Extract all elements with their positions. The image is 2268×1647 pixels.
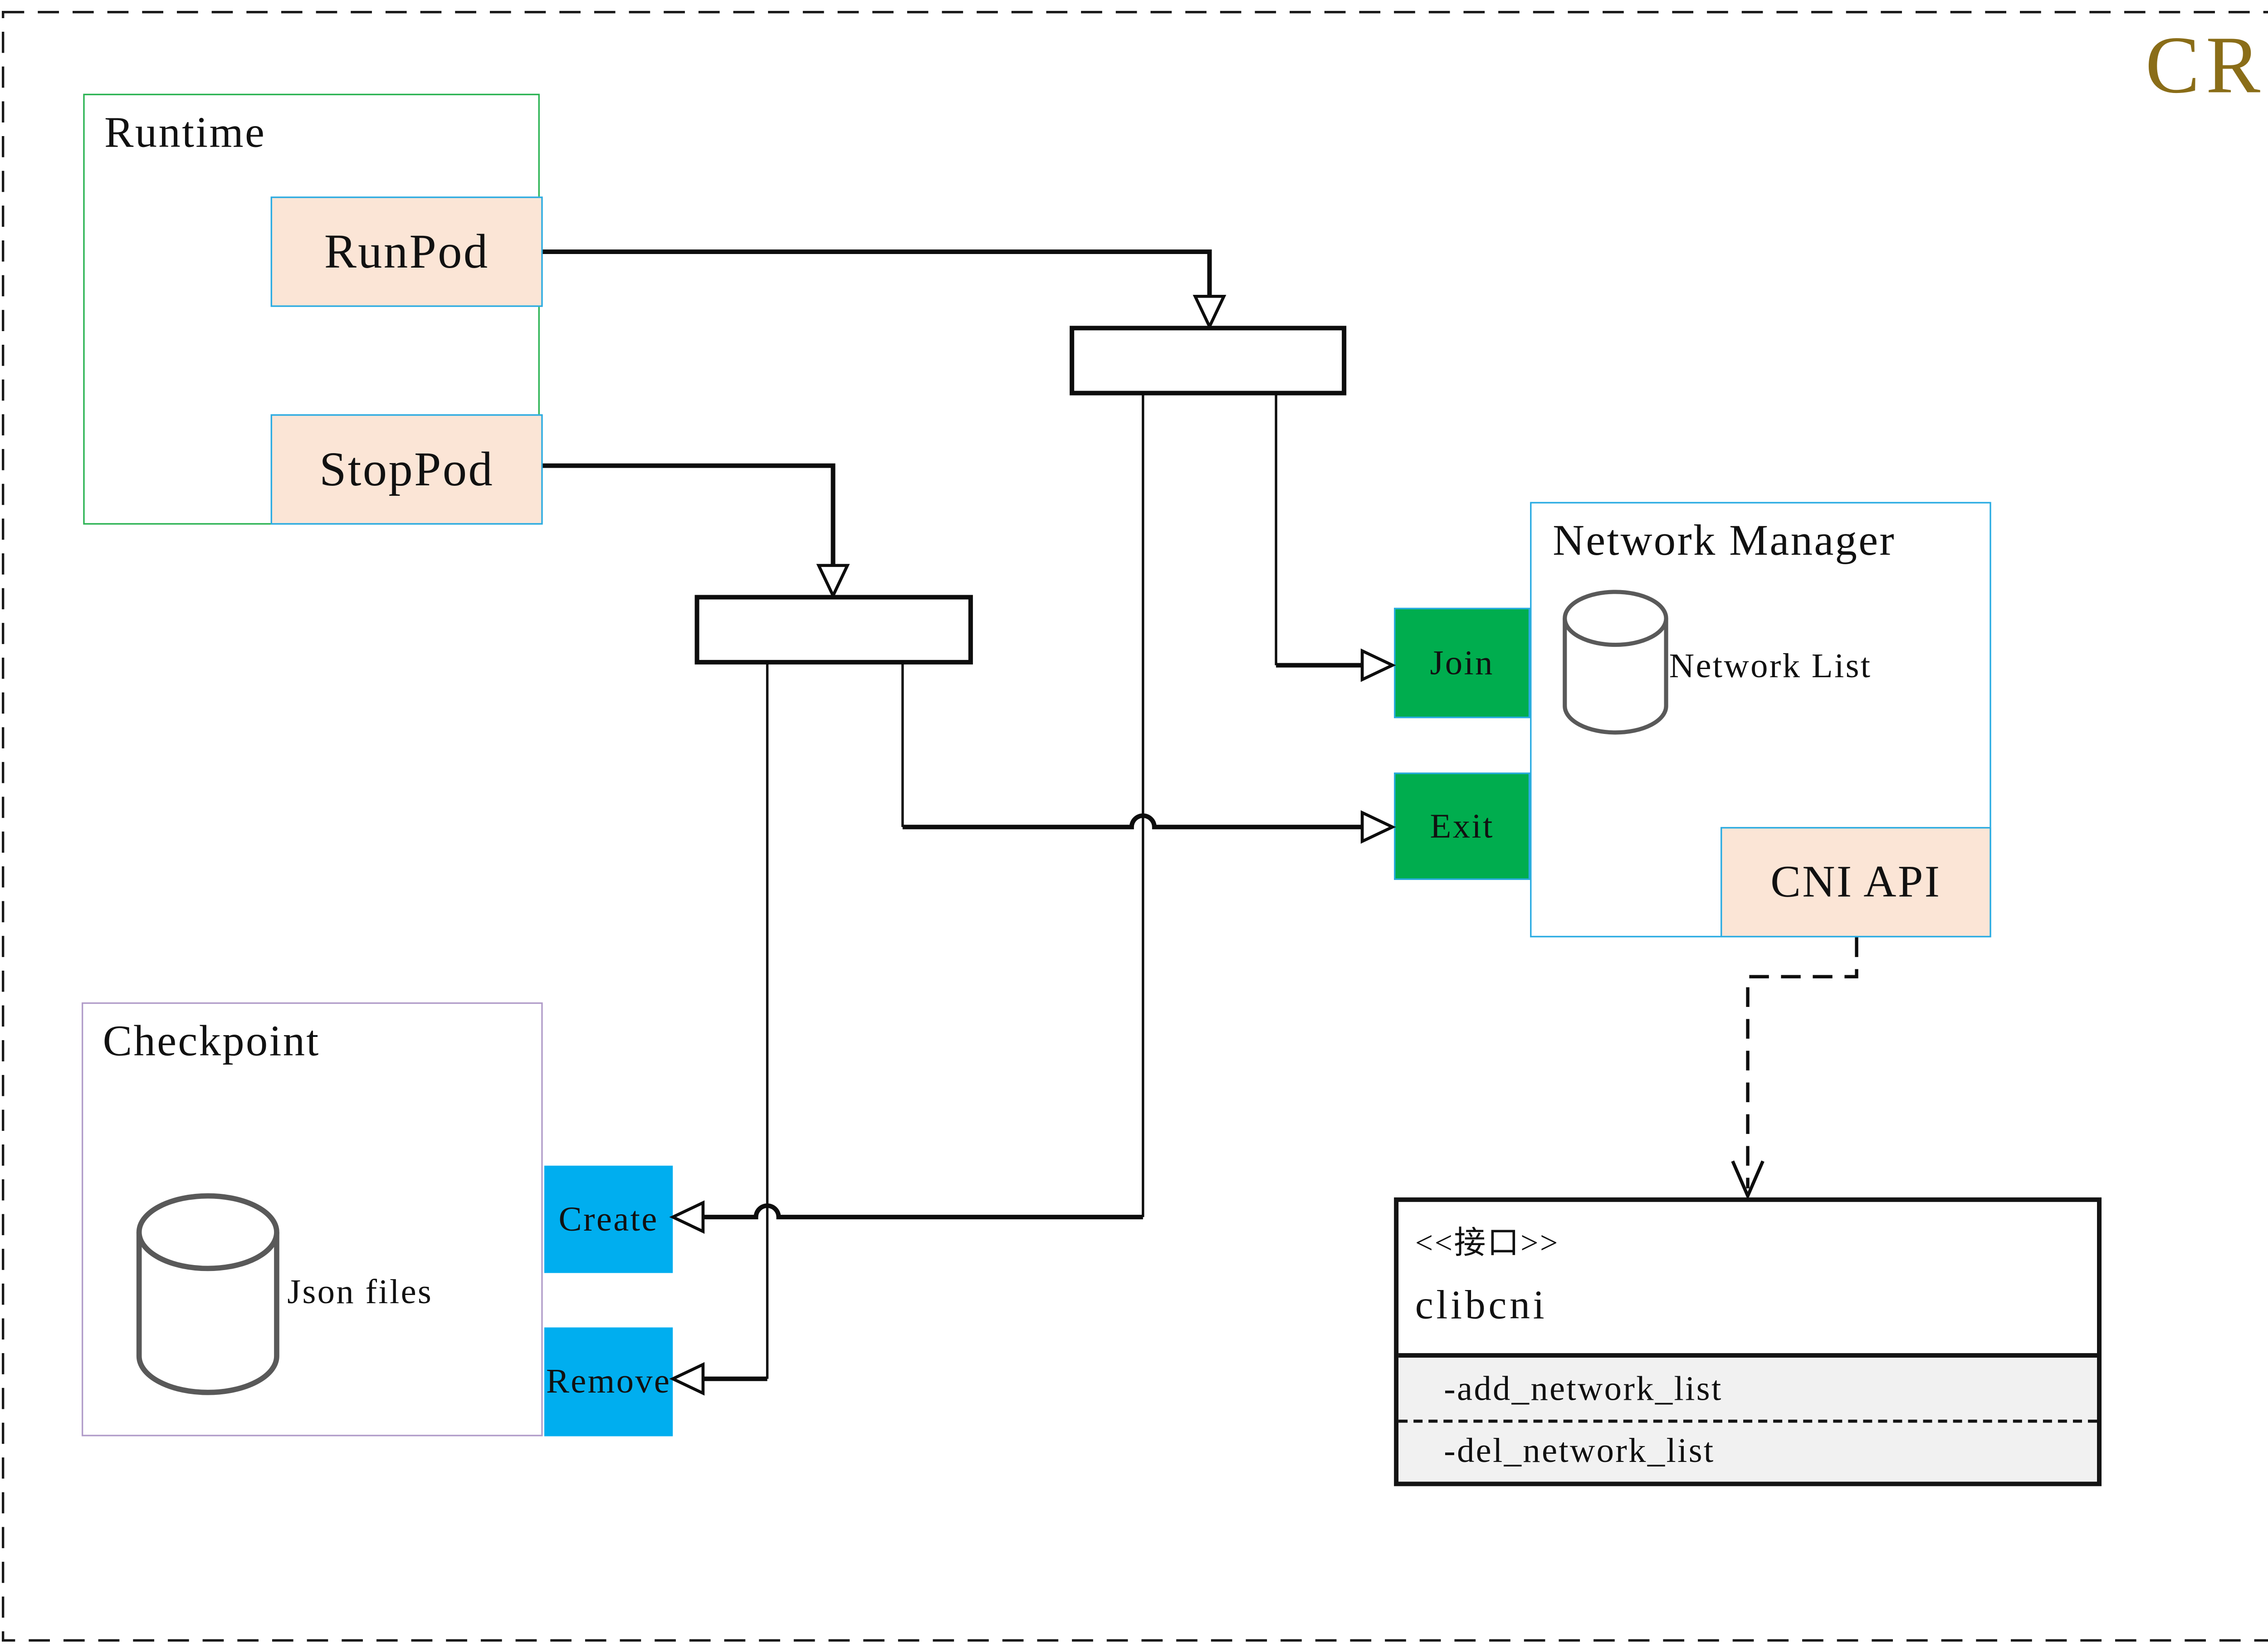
join-label: Join: [1430, 643, 1494, 681]
stoppod-node: StopPod: [270, 414, 543, 525]
relay-node-runpod: [1070, 326, 1347, 396]
clibcni-interface-box: <<接口>> clibcni -add_network_list -del_ne…: [1394, 1197, 2102, 1486]
member-add-network-list: -add_network_list: [1444, 1369, 1723, 1407]
page-title: CRI: [2145, 20, 2268, 111]
runpod-label: RunPod: [324, 224, 489, 279]
create-label: Create: [558, 1199, 659, 1238]
json-files-label: Json files: [287, 1273, 433, 1311]
exit-label: Exit: [1430, 806, 1494, 845]
runpod-arrowhead-icon: [1193, 294, 1227, 330]
stoppod-arrowhead-icon: [816, 564, 850, 600]
remove-arrowhead-icon: [669, 1362, 705, 1396]
clibcni-header: <<接口>> clibcni: [1398, 1202, 2097, 1353]
cni-api-node: CNI API: [1721, 827, 1991, 938]
stoppod-label: StopPod: [319, 441, 494, 496]
create-connector-horizontal: [703, 1203, 1143, 1220]
join-arrowhead-icon: [1360, 648, 1396, 682]
checkpoint-title: Checkpoint: [103, 1017, 320, 1066]
join-node: Join: [1394, 607, 1530, 718]
cni-api-label: CNI API: [1770, 856, 1941, 907]
remove-node: Remove: [544, 1327, 673, 1437]
cni-clibcni-dependency-connector: [1746, 937, 1858, 1188]
runpod-connector: [543, 249, 1212, 297]
stoppod-connector: [543, 463, 836, 566]
clibcni-name: clibcni: [1415, 1282, 1548, 1328]
relay-node-stoppod: [694, 595, 973, 665]
exit-arrowhead-icon: [1360, 810, 1396, 844]
network-list-label: Network List: [1669, 647, 1872, 685]
interface-stereotype: <<接口>>: [1415, 1224, 1559, 1261]
create-node: Create: [544, 1165, 673, 1273]
dependency-open-arrowhead-icon: [1731, 1160, 1765, 1200]
remove-label: Remove: [546, 1362, 671, 1400]
runpod-node: RunPod: [270, 196, 543, 307]
exit-connector-horizontal: [902, 813, 1363, 830]
exit-node: Exit: [1394, 772, 1530, 880]
create-arrowhead-icon: [669, 1200, 705, 1234]
clibcni-members-section: -add_network_list -del_network_list: [1398, 1353, 2097, 1482]
member-del-network-list: -del_network_list: [1398, 1419, 2097, 1480]
runtime-title: Runtime: [104, 108, 266, 157]
checkpoint-frame: Checkpoint: [81, 1002, 543, 1437]
network-manager-title: Network Manager: [1553, 517, 1896, 566]
